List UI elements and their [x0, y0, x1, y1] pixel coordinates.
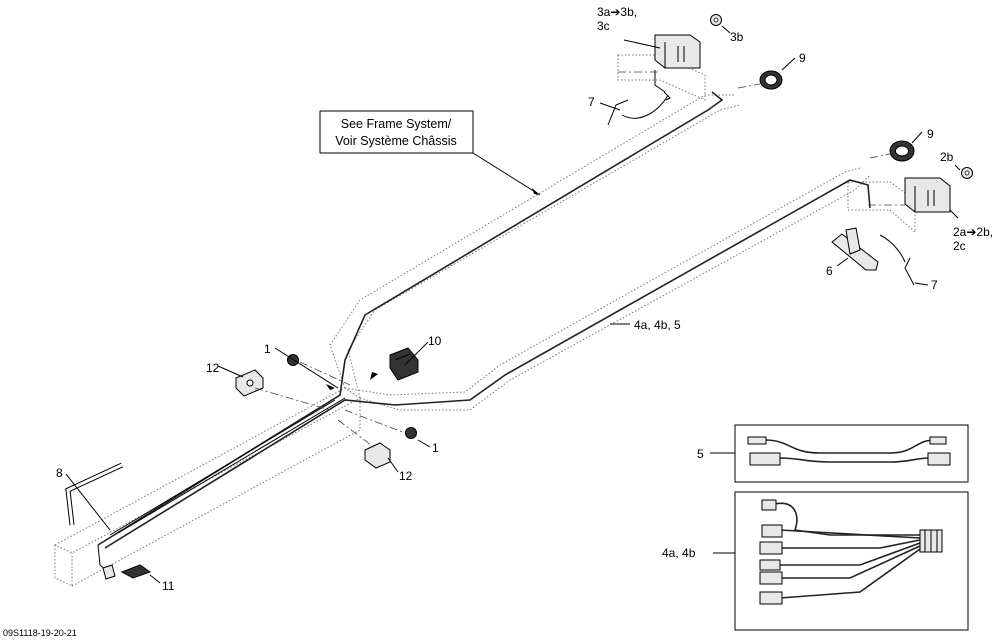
end-cap-bottom: [364, 442, 391, 469]
frame-system-note: See Frame System/ Voir Système Châssis: [319, 110, 541, 196]
tail-light-housing-right: [904, 177, 951, 213]
callout-7-top: 7: [588, 95, 595, 109]
leader-lines: [65, 25, 961, 584]
callout-11: 11: [162, 579, 175, 593]
callout-labels: 3a➔3b, 3c 3b 9 7 9 2b 2a➔2b, 2c 6 7 4a, …: [56, 5, 993, 593]
cable-tie-top: [607, 91, 671, 126]
note-line-2: Voir Système Châssis: [335, 134, 457, 148]
inset-5-label: 5: [697, 447, 704, 461]
callout-1-bottom: 1: [432, 441, 439, 455]
connector-plug: [102, 564, 152, 580]
grommet-top: [759, 70, 783, 90]
callout-12-top: 12: [206, 361, 220, 375]
callout-4a-4b-5: 4a, 4b, 5: [634, 318, 681, 332]
callout-12-bottom: 12: [399, 469, 413, 483]
callout-2c: 2c: [953, 239, 966, 253]
nut-1-bottom: [405, 427, 417, 439]
callout-3b: 3b: [730, 30, 744, 44]
end-cap-top: [235, 369, 264, 397]
cable-tie-right: [879, 234, 915, 286]
callout-8: 8: [56, 466, 63, 480]
license-bracket: [831, 227, 879, 271]
callout-2a: 2a➔2b,: [953, 225, 993, 239]
junction-box: [389, 347, 419, 381]
callout-1-top: 1: [264, 342, 271, 356]
inset-harness-5: 5: [697, 424, 969, 483]
tail-light-housing-top: [654, 34, 701, 69]
grommet-right: [889, 140, 915, 162]
inset-harness-4: 4a, 4b: [662, 491, 969, 631]
nut-2b: [961, 167, 973, 179]
assembly-lines: [254, 71, 905, 449]
figure-id: 09S1118-19-20-21: [3, 628, 77, 638]
callout-10: 10: [428, 334, 442, 348]
callout-3c: 3c: [597, 19, 610, 33]
wire-harness: [97, 70, 871, 573]
callout-9-top: 9: [799, 51, 806, 65]
note-line-1: See Frame System/: [341, 117, 452, 131]
callout-3a: 3a➔3b,: [597, 5, 637, 19]
callout-9-right: 9: [927, 127, 934, 141]
nut-3b: [710, 14, 722, 26]
callout-7-right: 7: [931, 278, 938, 292]
inset-4ab-label: 4a, 4b: [662, 546, 696, 560]
callout-6: 6: [826, 264, 833, 278]
callout-2b: 2b: [940, 150, 954, 164]
fish-tape-rod: [65, 462, 124, 526]
